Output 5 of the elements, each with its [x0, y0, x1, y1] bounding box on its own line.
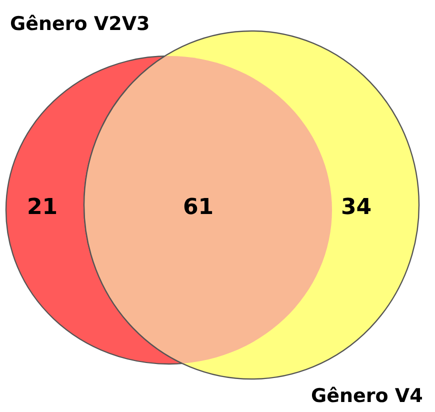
count-label: 21 [27, 195, 58, 220]
set-title: Gênero V4 [311, 385, 423, 407]
count-label: 61 [183, 195, 214, 220]
count-label: 34 [341, 195, 372, 220]
set-title: Gênero V2V3 [10, 13, 150, 35]
